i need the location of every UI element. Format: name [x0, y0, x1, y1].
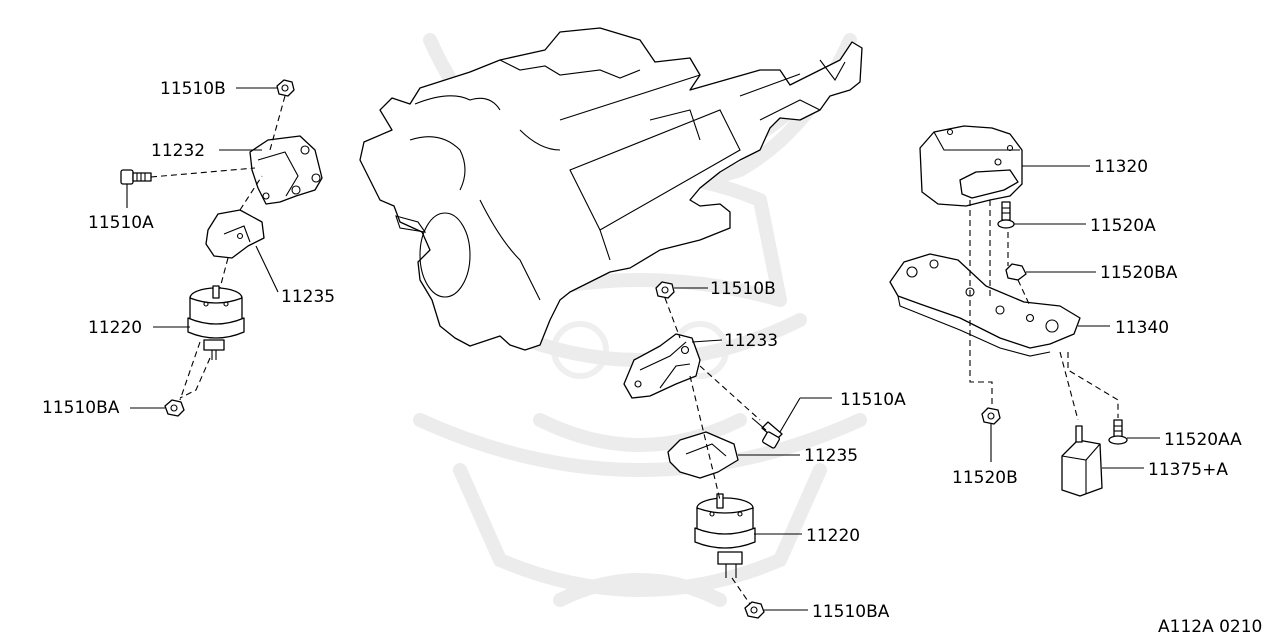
label-left-nut-top: 11510B: [160, 79, 226, 99]
label-dynamic-damper: 11375+A: [1148, 460, 1228, 480]
label-left-bracket: 11232: [151, 141, 205, 161]
rear-mount: [919, 125, 1023, 207]
label-center-insulator: 11235: [804, 446, 858, 466]
left-nut-top: [276, 79, 295, 97]
center-bracket: [623, 333, 701, 399]
label-rear-nut-bottom: 11520B: [952, 468, 1018, 488]
label-center-nut-bottom: 11510BA: [812, 602, 890, 622]
label-rear-nut-top: 11520BA: [1100, 263, 1178, 283]
left-bolt: [120, 169, 152, 185]
label-left-nut-bottom: 11510BA: [42, 398, 120, 418]
center-insulator: [667, 431, 739, 479]
center-nut-bottom: [744, 601, 765, 619]
label-crossmember: 11340: [1115, 318, 1169, 338]
label-center-bracket: 11233: [724, 331, 778, 351]
rear-bolt-top: [997, 201, 1015, 229]
label-rear-bolt-bottom: 11520AA: [1164, 430, 1242, 450]
rear-nut-top: [1005, 263, 1027, 281]
label-rear-bolt-top: 11520A: [1090, 216, 1156, 236]
dynamic-damper: [1061, 425, 1103, 497]
label-left-mount: 11220: [88, 318, 142, 338]
engine-transmission-outline: [359, 27, 863, 351]
label-center-nut-top: 11510B: [710, 279, 776, 299]
rear-bolt-bottom: [1108, 419, 1128, 445]
diagram-id: A112A 0210: [1158, 617, 1262, 637]
left-insulator: [205, 209, 265, 259]
left-bracket: [249, 135, 323, 205]
label-rear-mount: 11320: [1094, 157, 1148, 177]
center-bolt: [751, 417, 783, 449]
left-mount: [187, 285, 245, 360]
center-nut-top: [655, 281, 675, 299]
label-center-bolt: 11510A: [840, 390, 906, 410]
rear-nut-bottom: [981, 407, 1001, 425]
center-mount: [694, 493, 756, 578]
leader-lines: [126, 87, 1160, 611]
crossmember: [889, 253, 1081, 357]
left-nut-bottom: [164, 399, 185, 417]
label-left-insulator: 11235: [281, 287, 335, 307]
label-left-bolt: 11510A: [88, 213, 154, 233]
label-center-mount: 11220: [806, 526, 860, 546]
